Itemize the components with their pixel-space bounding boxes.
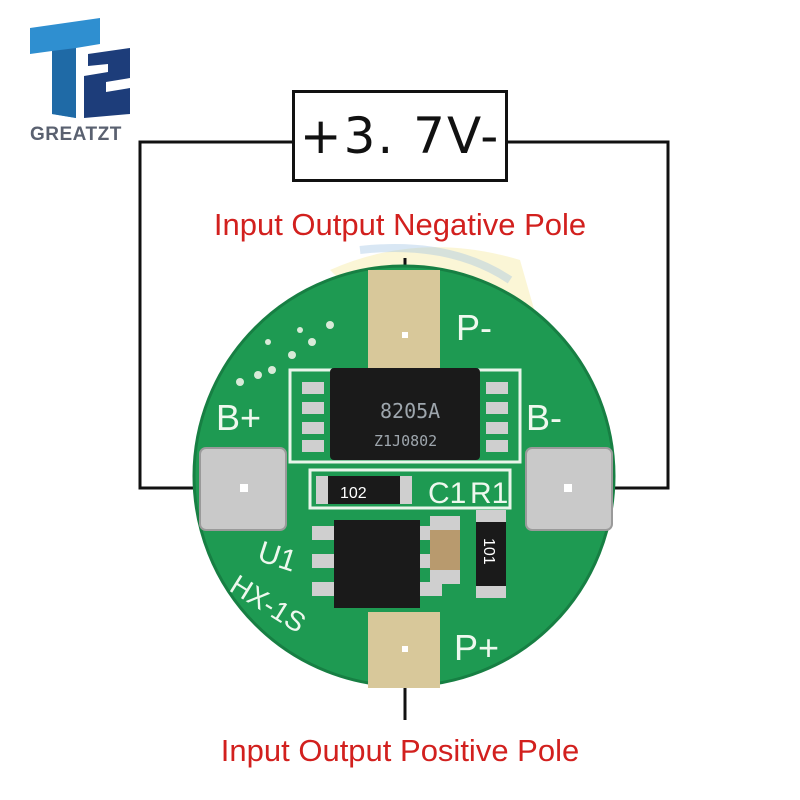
control-ic — [334, 520, 420, 608]
left-wire — [138, 140, 292, 490]
voltage-label: +3. 7V- — [299, 107, 501, 165]
resistor-102 — [322, 476, 406, 504]
label-b-minus: B- — [526, 397, 562, 438]
chip-marking-1: 8205A — [380, 399, 440, 423]
voltage-label-box: +3. 7V- — [292, 90, 508, 182]
resistor-101 — [476, 516, 506, 592]
label-p-minus: P- — [456, 307, 492, 348]
positive-pole-caption: Input Output Positive Pole — [220, 733, 580, 768]
negative-pole-caption: Input Output Negative Pole — [213, 207, 587, 242]
resistor-code-102: 102 — [340, 485, 367, 502]
mosfet-chip — [330, 368, 480, 460]
right-wire — [508, 140, 670, 490]
t2-cube-logo-icon — [30, 18, 130, 118]
label-p-plus: P+ — [454, 627, 499, 668]
chip-marking-2: Z1J0802 — [374, 432, 437, 450]
resistor-code-101: 101 — [480, 538, 497, 565]
brand-name: GREATZT — [30, 124, 122, 145]
label-c1: C1 — [428, 477, 466, 510]
p-minus-pad — [368, 270, 440, 370]
label-r1: R1 — [470, 477, 508, 510]
label-b-plus: B+ — [216, 397, 261, 438]
